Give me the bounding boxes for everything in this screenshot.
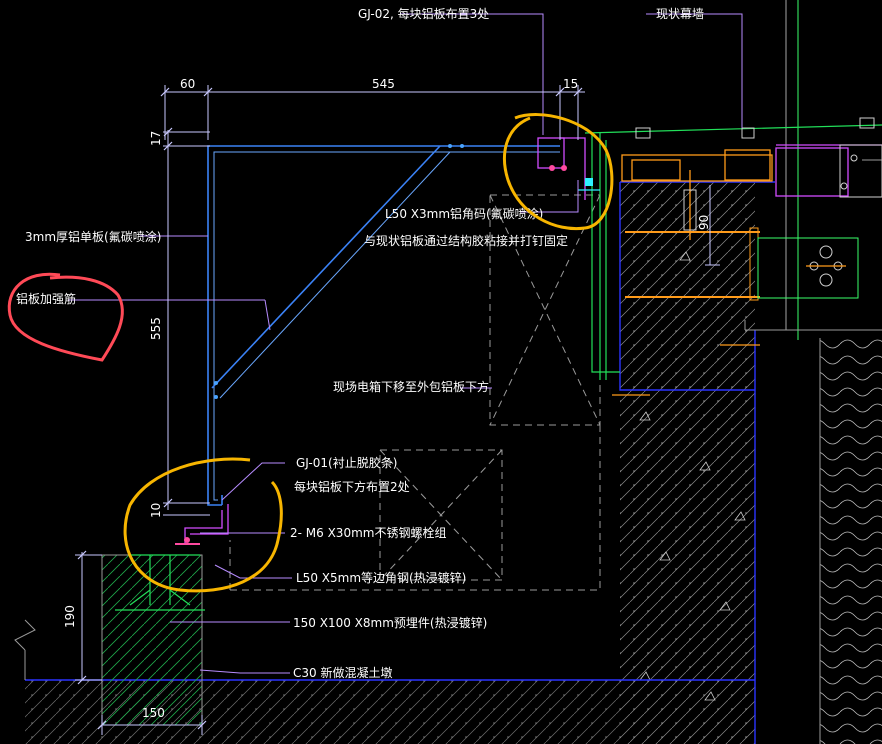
dashed-box-lower xyxy=(229,420,601,591)
angle-clip-gj02 xyxy=(537,137,600,200)
far-right-insulation xyxy=(785,0,882,744)
highlight-ring-top-right xyxy=(503,113,614,231)
new-concrete-pier xyxy=(101,554,203,726)
dim-15: 15 xyxy=(563,77,578,91)
label-aluminum-stiffener: 铝板加强筋 xyxy=(16,291,76,306)
highlight-ring-bottom-left xyxy=(123,457,283,593)
dim-545: 545 xyxy=(372,77,395,91)
leader-lines xyxy=(68,13,743,674)
label-lift-box: 现场电箱下移至外包铝板下方 xyxy=(333,379,489,394)
label-angle-l50x5: L50 X5mm等边角钢(热浸镀锌) xyxy=(296,571,466,585)
label-angle-l50x3: L50 X3mm铝角码(氟碳喷涂) xyxy=(385,206,543,221)
existing-structure-wall xyxy=(619,181,775,744)
dim-60: 60 xyxy=(180,77,195,91)
label-aluminum-single-panel: 3mm厚铝单板(氟碳喷涂) xyxy=(25,229,161,244)
dim-17: 17 xyxy=(149,131,163,146)
label-existing-curtain-wall: 现状幕墙 xyxy=(656,7,704,21)
label-embed-plate: 150 X100 X8mm预埋件(热浸镀锌) xyxy=(293,616,487,630)
label-gj01-line2: 每块铝板下方布置2处 xyxy=(294,479,410,494)
top-right-existing-frame xyxy=(584,117,882,396)
dim-150: 150 xyxy=(142,706,165,720)
dimension-lines xyxy=(75,85,720,735)
aluminum-panel xyxy=(207,144,560,506)
dashed-box-upper xyxy=(489,194,601,426)
dim-190: 190 xyxy=(63,605,77,628)
label-bolt: 2- M6 X30mm不锈钢螺栓组 xyxy=(290,525,446,540)
label-concrete: C30 新做混凝土墩 xyxy=(293,665,392,680)
label-connect-note: 与现状铝板通过结构胶粘接并打钉固定 xyxy=(364,233,568,248)
label-gj02: GJ-02, 每块铝板布置3处 xyxy=(358,6,489,21)
highlight-ring-stiffener-label xyxy=(7,272,124,362)
dim-10: 10 xyxy=(149,503,163,518)
dim-555: 555 xyxy=(149,317,163,340)
dim-90: 90 xyxy=(697,215,711,230)
bottom-bracket-gj01 xyxy=(115,504,229,611)
label-gj01-line1: GJ-01(衬止脱胶条) xyxy=(296,455,397,470)
